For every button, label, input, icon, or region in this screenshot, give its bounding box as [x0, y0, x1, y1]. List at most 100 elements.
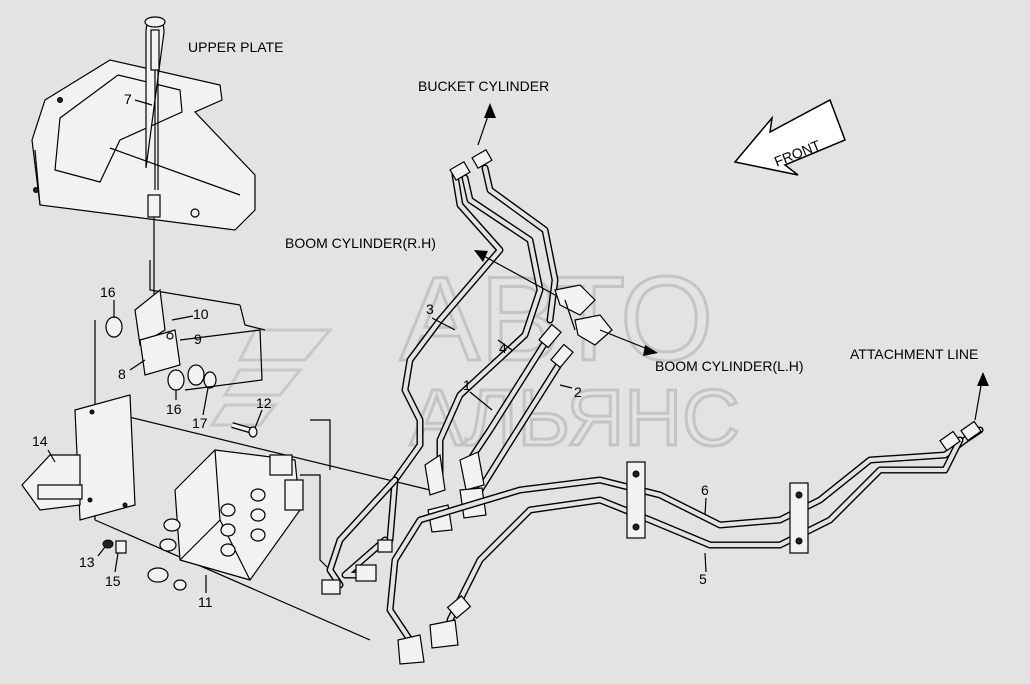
- callout-13: 13: [79, 554, 95, 570]
- bracket-10: [134, 288, 166, 346]
- valve-spool-5: [250, 508, 266, 522]
- elbow-2: [459, 451, 485, 491]
- bracket-plate-14: [74, 394, 136, 521]
- valve-port-1: [163, 518, 181, 532]
- front-arrow: FRONT: [733, 98, 846, 176]
- tee-fittings: [554, 284, 613, 346]
- label-boom-cylinder-lh: BOOM CYLINDER(L.H): [655, 358, 804, 374]
- fitting-att-1: [446, 595, 472, 619]
- callout-5: 5: [699, 571, 707, 587]
- upper-plate-hole-small-2: [57, 97, 63, 103]
- valve-fitting-top: [269, 454, 293, 476]
- control-valve-11: [147, 419, 331, 591]
- callout-15: 15: [105, 573, 121, 589]
- bracket-8: [139, 329, 181, 376]
- arrow-boom-rh: [481, 254, 556, 296]
- callout-6: 6: [701, 482, 709, 498]
- fitting-valve-b: [355, 564, 377, 582]
- bracket-hole-2: [87, 497, 93, 503]
- callout-16b: 16: [166, 401, 182, 417]
- callout-12: 12: [256, 395, 272, 411]
- valve-port-4: [173, 579, 187, 591]
- callout-16a: 16: [100, 284, 116, 300]
- label-attachment-line: ATTACHMENT LINE: [850, 346, 978, 362]
- callout-10: 10: [193, 306, 209, 322]
- bolt-15: [115, 540, 127, 554]
- clamp-1: [626, 461, 646, 539]
- fitting-att-top-2: [960, 420, 982, 442]
- bushing-16b: [167, 369, 185, 391]
- bolt-12-head: [248, 426, 258, 438]
- watermark: АВТО АЛЬЯНС: [209, 251, 741, 464]
- bracket-guide: [179, 329, 263, 391]
- fitting-2: [550, 343, 574, 369]
- callout-14: 14: [32, 433, 48, 449]
- bracket-hole-3: [122, 502, 128, 508]
- upper-plate-hole-small: [33, 187, 39, 193]
- valve-spool-1: [220, 503, 236, 517]
- valve-spool-2: [220, 523, 236, 537]
- clamp-2: [789, 482, 809, 554]
- mounting-bracket-14: [21, 394, 136, 521]
- callout-17: 17: [192, 415, 208, 431]
- callout-7: 7: [124, 91, 132, 107]
- bracket-pin-14: [37, 484, 83, 500]
- frame-line-1: [149, 260, 266, 331]
- valve-spool-4: [250, 488, 266, 502]
- front-arrow-shape: [733, 98, 846, 176]
- oring-17b: [203, 371, 217, 389]
- bolt-12: [231, 422, 258, 438]
- upper-plate: [31, 59, 256, 231]
- nut-9: [166, 332, 174, 340]
- elbow-att-2: [397, 634, 425, 665]
- valve-line: [300, 474, 331, 571]
- frame-line-3: [99, 409, 431, 491]
- valve-port-3: [147, 567, 169, 583]
- elbow-att-1: [429, 619, 459, 649]
- fitting-bucket-2: [471, 148, 493, 170]
- callout-9: 9: [194, 331, 202, 347]
- fitting-bucket-1: [449, 160, 471, 182]
- fasteners-13-15: [102, 539, 127, 554]
- label-bucket-cylinder: BUCKET CYLINDER: [418, 78, 549, 94]
- hoses: [321, 148, 574, 595]
- callout-1: 1: [463, 377, 471, 393]
- bushing-16a: [105, 316, 123, 338]
- direction-arrows: [474, 103, 989, 421]
- label-boom-cylinder-rh: BOOM CYLINDER(R.H): [285, 235, 436, 251]
- valve-port-2: [159, 538, 177, 552]
- lever-knob-top: [144, 16, 166, 28]
- fitting-valve-c: [321, 579, 341, 595]
- leader-lines: [47, 99, 707, 593]
- valve-fitting-side: [284, 479, 304, 511]
- tee-1: [554, 284, 596, 316]
- upper-plate-body: [31, 59, 256, 231]
- attachment-lines: [386, 420, 984, 665]
- bracket-hole: [89, 409, 95, 415]
- arrow-boom-lh: [599, 329, 651, 351]
- valve-edges: [179, 449, 251, 581]
- valve-spool-3: [220, 543, 236, 557]
- callout-3: 3: [426, 301, 434, 317]
- valve-line-2: [310, 419, 331, 470]
- arrow-attachment: [974, 379, 983, 421]
- upper-plate-edge: [34, 147, 241, 206]
- callout-8: 8: [118, 366, 126, 382]
- washer-13: [102, 539, 114, 549]
- fitting-1: [538, 323, 562, 349]
- callout-4: 4: [499, 340, 507, 356]
- fitting-valve-a: [377, 539, 393, 553]
- bracket-assembly: [105, 288, 263, 391]
- valve-spool-6: [250, 528, 266, 542]
- lever-thread: [150, 29, 160, 71]
- upper-plate-hole: [190, 208, 200, 218]
- tee-2: [574, 314, 613, 346]
- elbow-1: [424, 453, 446, 496]
- oring-17: [187, 364, 205, 386]
- fitting-att-top-1: [939, 430, 961, 452]
- bracket-arm-14: [21, 454, 81, 511]
- callout-2: 2: [574, 384, 582, 400]
- label-upper-plate: UPPER PLATE: [188, 39, 283, 55]
